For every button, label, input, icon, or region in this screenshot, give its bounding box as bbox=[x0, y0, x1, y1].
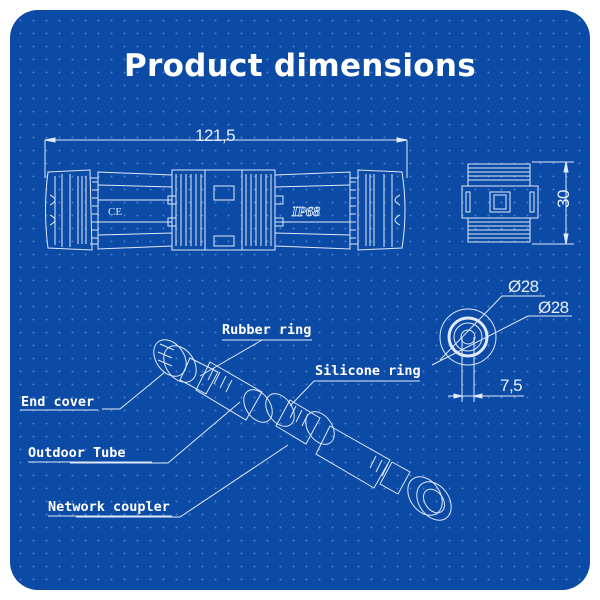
label-end-cover: End cover bbox=[21, 394, 95, 410]
outer-diameter-dimension: Ø28 bbox=[508, 277, 539, 296]
side-view-drawing bbox=[44, 137, 408, 251]
label-silicone-ring: Silicone ring bbox=[315, 363, 421, 379]
height-dimension: 30 bbox=[554, 190, 573, 208]
offset-dimension: 7,5 bbox=[500, 376, 523, 395]
label-network-coupler: Network coupler bbox=[48, 499, 170, 515]
leader-end-cover bbox=[102, 371, 166, 410]
end-view-drawing bbox=[431, 295, 572, 402]
front-view-drawing bbox=[461, 161, 574, 245]
page-title: Product dimensions bbox=[123, 48, 477, 84]
label-outdoor-tube: Outdoor Tube bbox=[28, 445, 126, 461]
inner-diameter-dimension: Ø28 bbox=[538, 298, 569, 317]
ce-mark: CE bbox=[108, 206, 122, 218]
exploded-view-drawing bbox=[20, 339, 452, 521]
ip-rating-mark: IP68 bbox=[291, 205, 320, 220]
technical-drawing: CE IP68 bbox=[20, 137, 574, 521]
length-dimension: 121,5 bbox=[195, 126, 236, 145]
leader-silicone-ring bbox=[289, 380, 380, 407]
leader-network-coupler bbox=[76, 444, 289, 518]
label-rubber-ring: Rubber ring bbox=[222, 322, 312, 338]
blueprint-panel: Product dimensions bbox=[10, 10, 590, 590]
leader-outdoor-tube bbox=[70, 401, 241, 464]
